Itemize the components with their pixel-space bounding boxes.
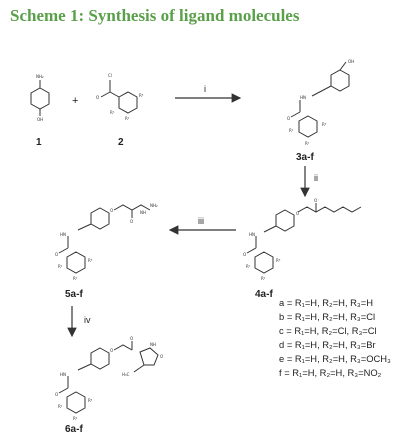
compound-4-o-carbonyl-label: O	[314, 198, 317, 203]
compound-6-h3c-label: H₃C	[122, 372, 130, 377]
compound-3-hn-label: HN	[300, 95, 306, 100]
substituent-entry-f: f = R₁=H, R₂=H, R₃=NO₂	[279, 367, 382, 378]
compound-2-structure	[100, 80, 138, 114]
substituent-entry-e: e = R₁=H, R₂=H, R₃=OCH₃	[279, 353, 391, 364]
compound-6-structure	[58, 341, 159, 414]
compound-5-r3-label: R³	[88, 258, 93, 263]
step-iii-label: iii	[198, 216, 204, 226]
compound-4-hn-label: HN	[249, 232, 255, 237]
compound-2-label: 2	[118, 137, 124, 148]
compound-6-r2-label: R²	[73, 416, 78, 421]
compound-4-r3-label: R³	[276, 258, 281, 263]
compound-4-r2-label: R²	[261, 276, 266, 281]
step-i-label: i	[204, 84, 206, 94]
compound-2-o-label: O	[96, 95, 99, 100]
step-ii-label: ii	[314, 173, 318, 183]
compound-4-o-label: O	[243, 252, 246, 257]
compound-5-hn-label: HN	[60, 232, 66, 237]
plus-sign: +	[72, 95, 78, 107]
compound-5-o-ether-label: O	[110, 208, 113, 213]
compound-5-structure	[58, 204, 151, 274]
compound-4-label: 4a-f	[255, 289, 273, 300]
compound-6-r3-label: R³	[88, 398, 93, 403]
compound-5-o-label: O	[55, 252, 58, 257]
compound-2-cl-label: Cl	[108, 73, 112, 78]
compound-1-oh-label: OH	[37, 117, 43, 122]
substituent-entry-d: d = R₁=H, R₂=H, R₃=Br	[279, 339, 376, 350]
compound-2-r3-label: R³	[139, 93, 144, 98]
compound-1-structure	[30, 80, 50, 116]
compound-6-r1-label: R¹	[58, 404, 63, 409]
compound-3-label: 3a-f	[296, 152, 314, 163]
compound-3-r1-label: R¹	[289, 128, 294, 133]
substituent-entry-c: c = R₁=H, R₂=Cl, R₃=Cl	[279, 325, 377, 336]
compound-6-nh-label: NH	[150, 342, 156, 347]
compound-6-label: 6a-f	[65, 424, 83, 435]
compound-6-hn-label: HN	[60, 372, 66, 377]
compound-4-structure	[246, 203, 362, 274]
compound-3-o-label: O	[287, 116, 290, 121]
compound-5-o-carbonyl-label: O	[130, 219, 133, 224]
compound-6-o-ring-label: O	[160, 354, 163, 359]
compound-5-label: 5a-f	[65, 289, 83, 300]
step-iv-label: iv	[84, 315, 91, 325]
compound-6-o-ether-label: O	[110, 348, 113, 353]
compound-3-oh-label: OH	[348, 59, 354, 64]
substituent-entry-a: a = R₁=H, R₂=H, R₃=H	[279, 297, 373, 308]
compound-4-o-ether-label: O	[296, 211, 299, 216]
compound-3-r2-label: R²	[305, 141, 310, 146]
compound-5-r2-label: R²	[73, 276, 78, 281]
compound-5-nh2-label: NH₂	[150, 203, 158, 208]
compound-2-r2-label: R²	[125, 116, 130, 121]
compound-5-nh-label: NH	[140, 210, 146, 215]
compound-1-nh2-label: NH₂	[36, 74, 44, 79]
compound-3-r3-label: R³	[322, 122, 327, 127]
compound-5-r1-label: R¹	[58, 264, 63, 269]
compound-6-o-carbonyl-label: O	[130, 336, 133, 341]
substituent-legend: a = R₁=H, R₂=H, R₃=H b = R₁=H, R₂=H, R₃=…	[279, 296, 407, 380]
compound-3-structure	[290, 61, 350, 138]
compound-2-r1-label: R¹	[110, 110, 115, 115]
compound-6-o-label: O	[55, 392, 58, 397]
substituent-entry-b: b = R₁=H, R₂=H, R₃=Cl	[279, 311, 376, 322]
compound-4-r1-label: R¹	[246, 264, 251, 269]
scheme-title: Scheme 1: Synthesis of ligand molecules	[10, 6, 300, 25]
compound-1-label: 1	[36, 137, 42, 148]
